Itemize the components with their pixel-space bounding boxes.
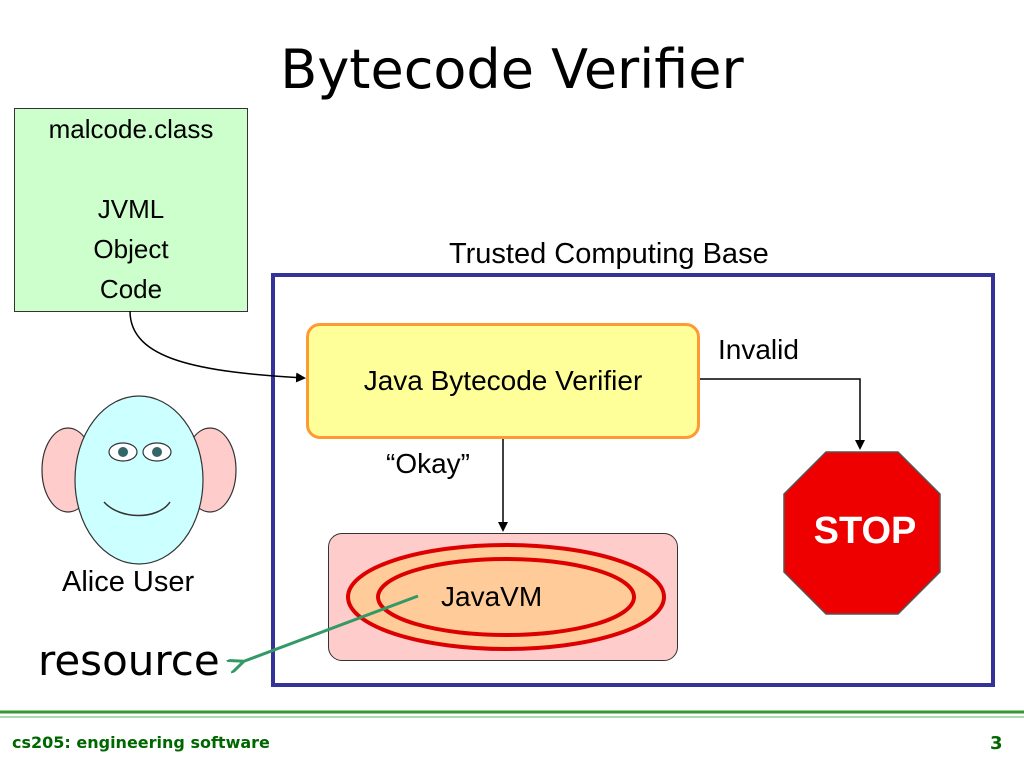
stop-label: STOP [813, 510, 917, 552]
class-to-verifier-arrow [129, 310, 306, 383]
tcb-boundary [271, 273, 995, 687]
footer-page-number: 3 [990, 733, 1003, 754]
javavm-inner-ring [376, 557, 636, 637]
okay-label: “Okay” [386, 448, 470, 479]
class-line-jvml: JVML [97, 194, 165, 224]
bytecode-verifier-box: Java Bytecode Verifier [306, 323, 700, 439]
javavm-outer-ring [346, 543, 666, 651]
footer-course: cs205: engineering software [12, 733, 270, 752]
tcb-label: Trusted Computing Base [449, 238, 769, 270]
alice-face-icon [41, 395, 237, 565]
class-line-object: Object [93, 234, 169, 264]
class-file-box: malcode.class JVML Object Code [14, 108, 248, 312]
class-filename: malcode.class [48, 114, 214, 144]
alice-user-label: Alice User [62, 566, 195, 598]
invalid-arrow [696, 378, 865, 450]
resource-label: resource [38, 636, 220, 685]
resource-access-arrow [242, 594, 419, 662]
javavm-label: JavaVM [441, 581, 543, 612]
invalid-label: Invalid [718, 334, 799, 365]
stop-sign-icon [783, 451, 941, 615]
class-line-code: Code [99, 274, 163, 304]
verifier-label: Java Bytecode Verifier [363, 365, 643, 396]
slide-title: Bytecode Verifier [280, 38, 744, 101]
